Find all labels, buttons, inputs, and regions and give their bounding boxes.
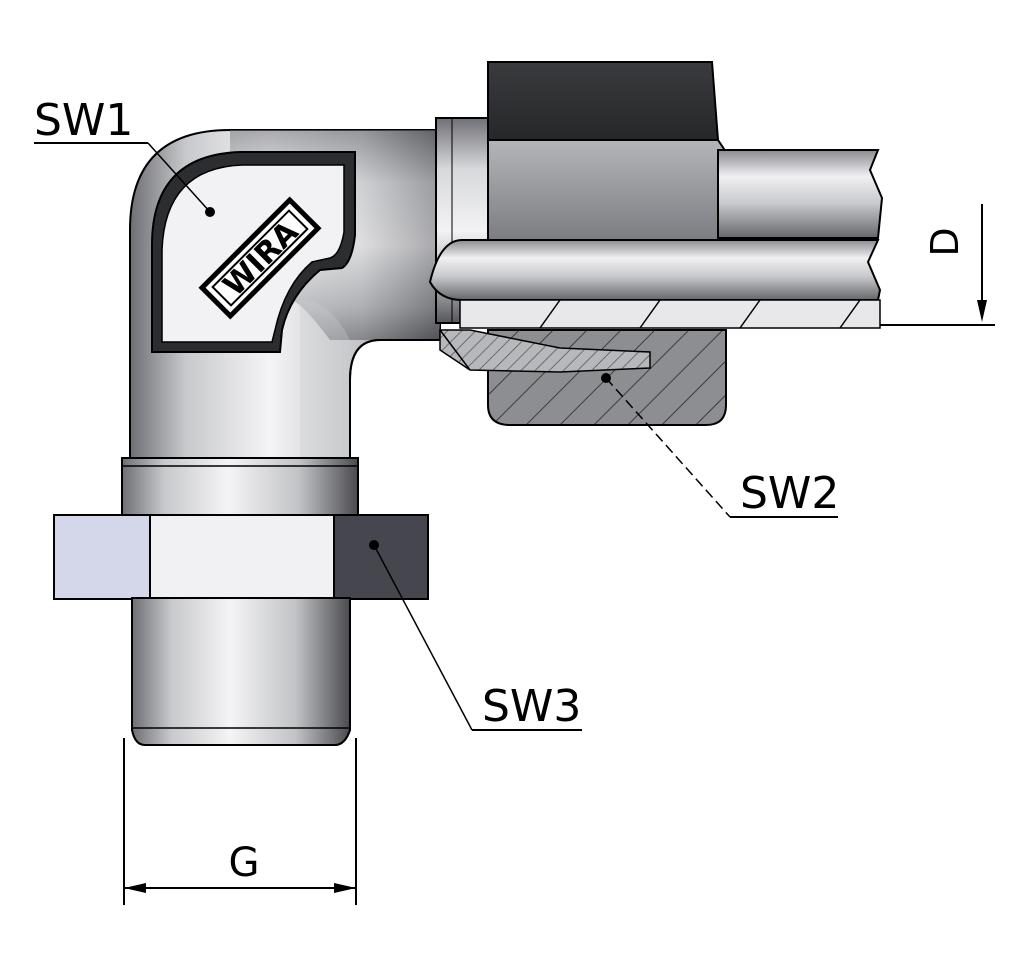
label-d: D (923, 227, 967, 256)
leader-sw2: SW2 (605, 377, 839, 519)
label-sw2: SW2 (740, 468, 839, 519)
dimension-g: G (123, 738, 357, 905)
dimension-d: D (880, 204, 995, 326)
leader-sw1: SW1 (34, 95, 215, 217)
lower-collar (121, 457, 359, 519)
label-sw1: SW1 (34, 95, 133, 146)
right-connection (428, 61, 884, 426)
hex-nut-sw3 (53, 514, 429, 600)
elbow-body: WIRA (129, 129, 441, 461)
leader-sw3: SW3 (373, 544, 582, 732)
threaded-stub (131, 597, 351, 746)
label-g: G (229, 840, 260, 886)
label-sw3: SW3 (482, 681, 581, 732)
